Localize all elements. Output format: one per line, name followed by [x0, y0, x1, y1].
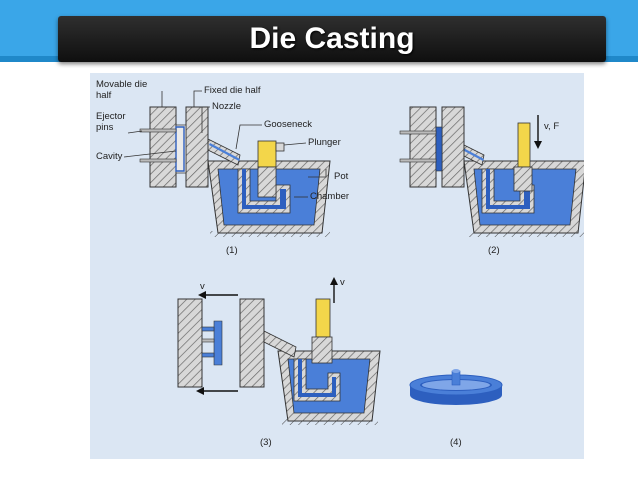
- title-bar: Die Casting: [58, 16, 606, 62]
- label-pot: Pot: [334, 171, 349, 182]
- label-chamber: Chamber: [310, 191, 350, 202]
- label-fixed-die-half: Fixed die half: [204, 85, 261, 96]
- label-plunger: Plunger: [308, 137, 341, 148]
- label-nozzle: Nozzle: [212, 101, 242, 112]
- step-label-1: (1): [226, 245, 238, 256]
- label-velocity-left: v: [200, 281, 205, 292]
- step-label-3: (3): [260, 437, 272, 448]
- step-4-casting: [409, 369, 503, 405]
- label-movable-die-half: Movable die half: [96, 79, 148, 101]
- label-cavity: Cavity: [96, 151, 123, 162]
- step-2-injection: [399, 106, 584, 237]
- step-1-setup: [123, 90, 331, 237]
- label-force: v, F: [544, 121, 560, 132]
- die-casting-diagram: Movable die half Fixed die half Ejector …: [90, 73, 584, 459]
- label-velocity-up: v: [340, 277, 345, 288]
- step-3-ejection: [177, 277, 381, 425]
- step-label-4: (4): [450, 437, 462, 448]
- label-gooseneck: Gooseneck: [264, 119, 313, 130]
- diagram-drawing: [123, 90, 584, 425]
- label-ejector-pins: Ejector pins: [96, 111, 126, 133]
- step-label-2: (2): [488, 245, 500, 256]
- slide-title: Die Casting: [249, 22, 415, 55]
